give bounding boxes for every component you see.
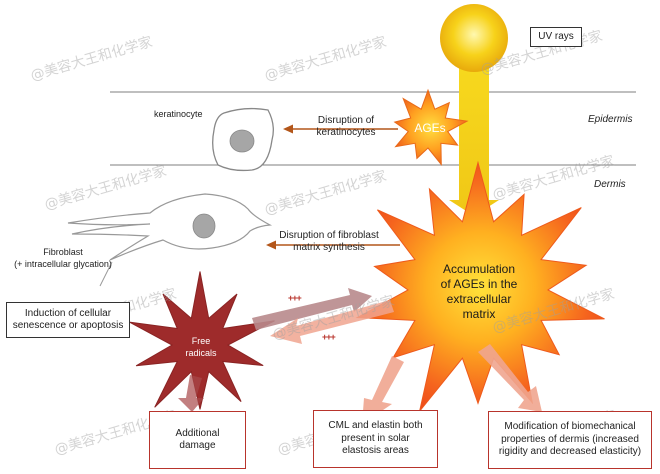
free-radicals-label: Free radicals: [185, 336, 217, 358]
arrow-to-cml-box: [362, 356, 404, 424]
cml-elastin-box: CML and elastin both present in solar el…: [313, 410, 438, 468]
epidermis-label: Epidermis: [588, 114, 633, 125]
uv-beam: [449, 60, 499, 216]
free-radicals-star: [129, 271, 275, 410]
ages-label: AGEs: [414, 121, 446, 135]
accumulation-star: [355, 160, 605, 412]
arrow-to-fibroblast-head: [266, 240, 276, 250]
ages-star: [393, 88, 469, 166]
uv-rays-label: UV rays: [530, 27, 582, 47]
fibroblast-nucleus: [192, 213, 216, 239]
arrow-accumulation-to-free-radicals: [270, 300, 394, 344]
fibroblast-cell: [67, 193, 273, 261]
additional-damage-box: Additional damage: [149, 411, 246, 469]
disruption-keratinocytes-label: Disruption of keratinocytes: [316, 115, 376, 138]
sun-icon: [440, 4, 508, 72]
dermis-label: Dermis: [594, 179, 626, 190]
biomechanical-box: Modification of biomechanical properties…: [488, 411, 652, 469]
plus-marker-top: +++: [288, 293, 302, 303]
disruption-fibroblast-label: Disruption of fibroblast matrix synthesi…: [279, 230, 379, 253]
arrow-to-keratinocyte-head: [283, 124, 293, 134]
arrow-to-biomechanical-box: [478, 344, 542, 412]
arrow-free-radicals-to-accumulation: [252, 288, 372, 330]
induction-box: Induction of cellular senescence or apop…: [6, 302, 130, 338]
connector-fibroblast-induction: [99, 261, 113, 287]
plus-marker-bottom: +++: [322, 332, 336, 342]
keratinocyte-nucleus: [229, 129, 255, 153]
keratinocyte-label: keratinocyte: [154, 109, 203, 119]
fibroblast-label: Fibroblast (+ intracellular glycation): [14, 247, 112, 269]
accumulation-label: Accumulation of AGEs in the extracellula…: [440, 262, 518, 321]
arrow-to-additional-damage: [178, 375, 204, 412]
